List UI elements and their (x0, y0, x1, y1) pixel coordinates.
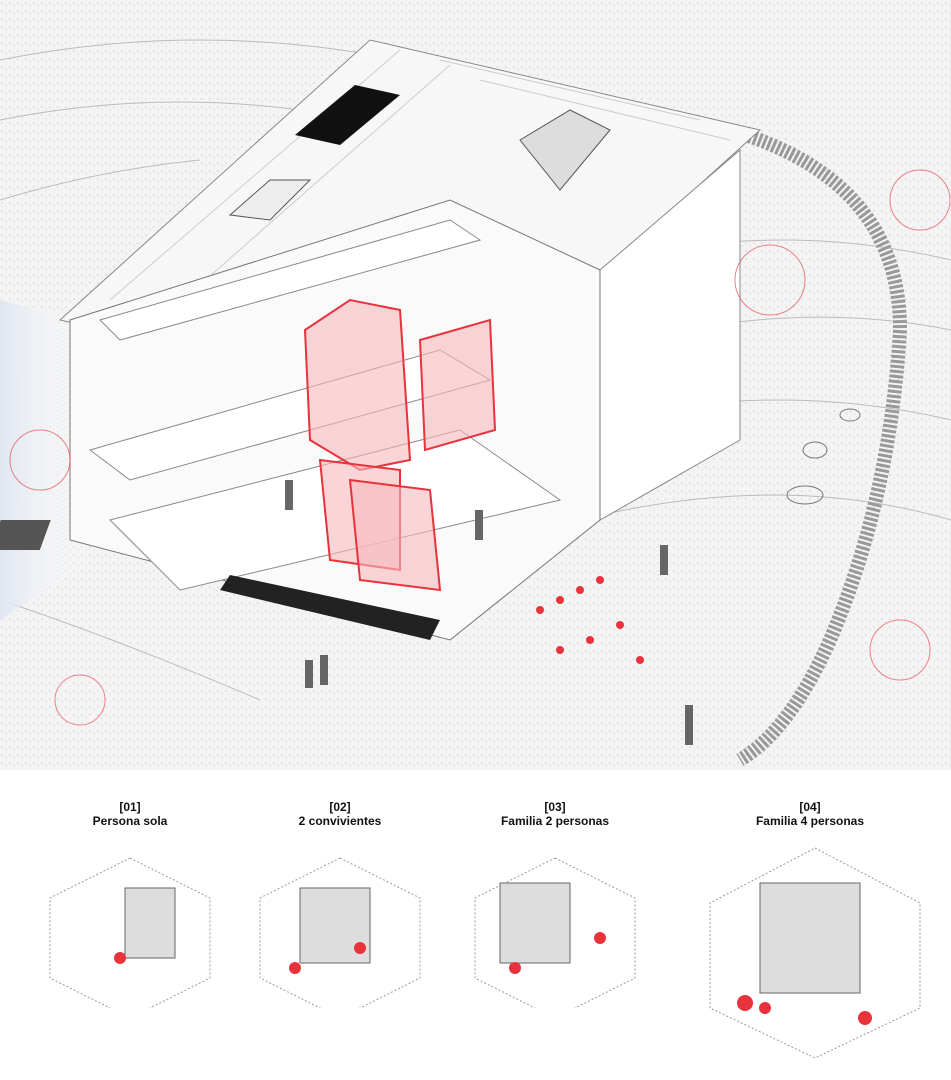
variant-02: [02] 2 convivientes (230, 800, 450, 1008)
person-figure (509, 962, 521, 974)
variant-name: 2 convivientes (298, 814, 382, 828)
module-axonometric-02 (259, 857, 421, 1008)
axonometric-house-section (0, 0, 951, 770)
variant-name: Persona sola (92, 814, 168, 828)
trees (9, 169, 951, 726)
person-figure (354, 942, 366, 954)
stone-wall (728, 123, 908, 767)
person-figure (737, 995, 753, 1011)
variant-name: Familia 2 personas (500, 814, 610, 828)
skylight (228, 179, 312, 221)
variant-03: [03] Familia 2 personas (445, 800, 665, 1008)
variant-number: [04] (799, 800, 821, 814)
rug (0, 520, 51, 550)
person-figure (289, 962, 301, 974)
variant-04: [04] Familia 4 personas (700, 800, 921, 1058)
person-figure (759, 1002, 771, 1014)
module-axonometric-03 (474, 857, 636, 1008)
red-modular-core (303, 298, 497, 592)
variant-01: [01] Persona sola (20, 800, 240, 1008)
skylight (519, 109, 611, 191)
variant-number: [03] (544, 800, 566, 814)
variant-number: [01] (119, 800, 141, 814)
animals (786, 408, 861, 505)
variant-number: [02] (329, 800, 351, 814)
vegetable-garden (536, 576, 644, 664)
module-axonometric-01 (49, 857, 211, 1008)
solar-panel (295, 85, 400, 145)
person-figure (858, 1011, 872, 1025)
solar-strip (220, 575, 440, 640)
person-figure (114, 952, 126, 964)
person-figure (594, 932, 606, 944)
module-axonometric-04 (709, 847, 921, 1058)
variant-name: Familia 4 personas (755, 814, 865, 828)
people (285, 480, 693, 745)
